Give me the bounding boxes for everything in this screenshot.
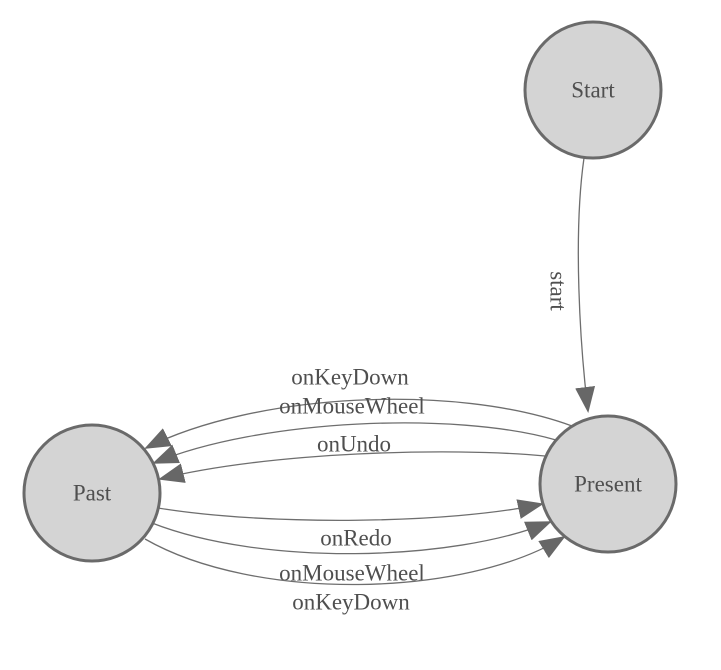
- node-past[interactable]: Past: [22, 423, 162, 563]
- edge-present-to-past-onundo[interactable]: [158, 451, 546, 483]
- edge-label-start-to-present: start: [546, 271, 571, 311]
- edge-label-present-to-past-onmousewheel: onMouseWheel: [279, 394, 425, 419]
- edge-label-past-to-present-onkeydown: onKeyDown: [292, 590, 410, 615]
- edge-start-to-present[interactable]: [575, 157, 596, 413]
- node-circle-start[interactable]: [523, 20, 663, 160]
- node-circle-present[interactable]: [538, 414, 678, 554]
- edge-past-to-present-onredo[interactable]: [157, 499, 544, 521]
- edge-label-past-to-present-onredo: onRedo: [320, 526, 392, 551]
- edge-present-to-past-onkeydown[interactable]: [144, 398, 573, 449]
- edge-present-to-past-onmousewheel[interactable]: [152, 422, 557, 464]
- node-present[interactable]: Present: [538, 414, 678, 554]
- edge-past-to-present-onmousewheel[interactable]: [151, 521, 552, 555]
- edge-label-present-to-past-onkeydown: onKeyDown: [291, 365, 409, 390]
- edge-past-to-present-onkeydown[interactable]: [144, 535, 566, 586]
- node-start[interactable]: Start: [523, 20, 663, 160]
- node-circle-past[interactable]: [22, 423, 162, 563]
